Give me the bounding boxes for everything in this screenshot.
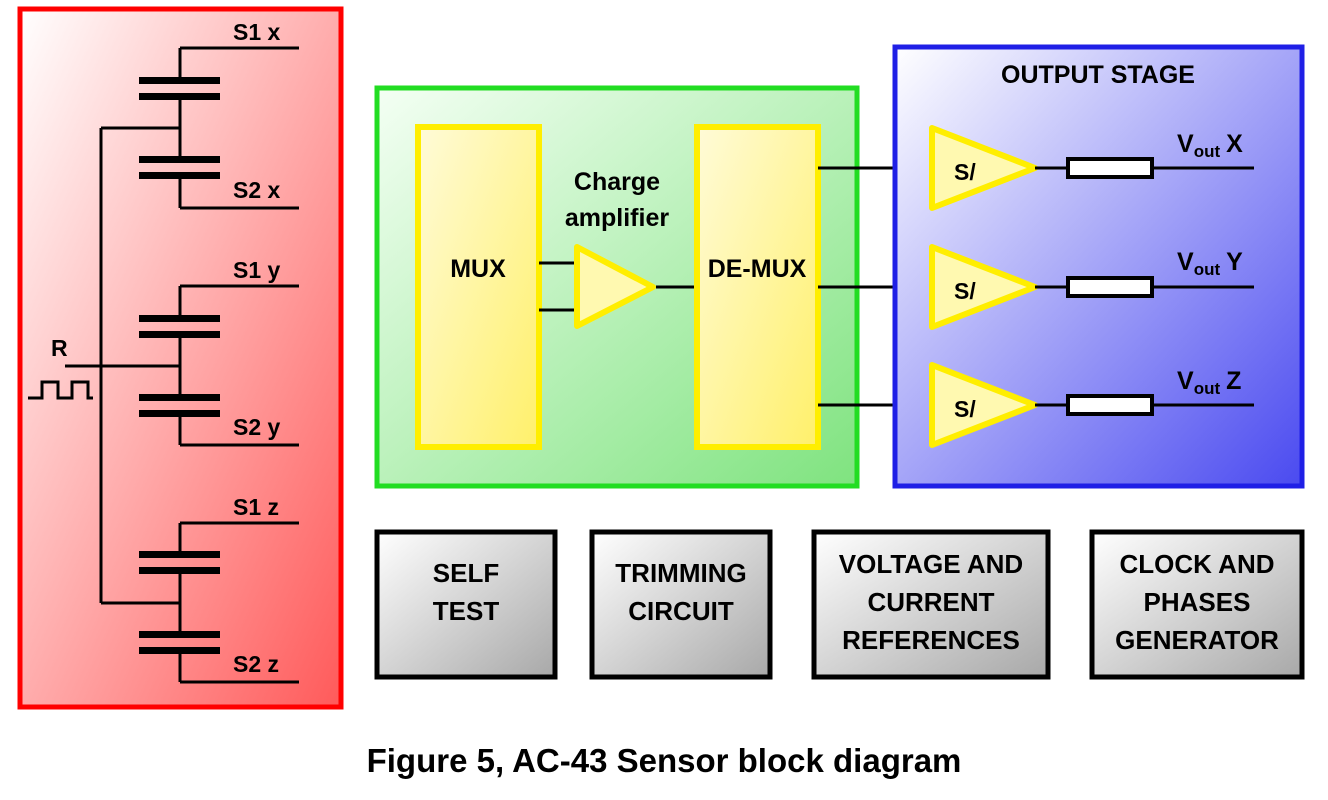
trimming-line1: TRIMMING bbox=[615, 558, 746, 588]
voltage-current-references-block: VOLTAGE AND CURRENT REFERENCES bbox=[811, 529, 1051, 680]
capacitor-icon bbox=[139, 631, 220, 638]
capacitor-pair-x: S1 x S2 x bbox=[139, 19, 299, 210]
electronics-panel: MUX Charge amplifier DE-MUX bbox=[374, 85, 860, 489]
self-test-line2: TEST bbox=[433, 596, 500, 626]
self-test-line1: SELF bbox=[433, 558, 499, 588]
sh-label: S/ bbox=[954, 278, 976, 304]
figure-caption: Figure 5, AC-43 Sensor block diagram bbox=[366, 742, 962, 779]
capacitor-pair-z: S1 z S2 z bbox=[139, 494, 299, 684]
sample-hold-icon bbox=[929, 125, 1038, 211]
block-diagram: R S1 x S2 x S1 y S2 y bbox=[17, 6, 1305, 710]
mux-block bbox=[415, 124, 542, 450]
clock-line2: PHASES bbox=[1144, 587, 1251, 617]
sh-label: S/ bbox=[954, 159, 976, 185]
s1-z-label: S1 z bbox=[233, 494, 279, 520]
capacitor-icon bbox=[139, 77, 220, 84]
sample-hold-icon bbox=[929, 244, 1038, 330]
sample-hold-icon bbox=[929, 362, 1038, 448]
capacitor-icon bbox=[139, 551, 220, 558]
resistor-icon bbox=[1066, 276, 1154, 298]
r-label: R bbox=[51, 335, 68, 361]
charge-amplifier-icon bbox=[574, 244, 656, 329]
s2-z-label: S2 z bbox=[233, 651, 279, 677]
capacitor-icon bbox=[139, 156, 220, 163]
sh-label: S/ bbox=[954, 396, 976, 422]
references-line3: REFERENCES bbox=[842, 625, 1020, 655]
resistor-icon bbox=[1066, 157, 1154, 179]
s2-y-label: S2 y bbox=[233, 414, 281, 440]
clock-line1: CLOCK AND bbox=[1119, 549, 1274, 579]
square-wave-icon bbox=[28, 380, 93, 400]
clock-line3: GENERATOR bbox=[1115, 625, 1279, 655]
resistor-icon bbox=[1066, 394, 1154, 416]
s2-x-label: S2 x bbox=[233, 177, 281, 203]
capacitor-icon bbox=[139, 394, 220, 401]
capacitor-icon bbox=[139, 315, 220, 322]
trimming-line2: CIRCUIT bbox=[628, 596, 734, 626]
trimming-circuit-block: TRIMMING CIRCUIT bbox=[589, 529, 773, 680]
mux-label: MUX bbox=[450, 255, 506, 283]
output-stage-title: OUTPUT STAGE bbox=[1001, 61, 1195, 89]
sensor-panel: R S1 x S2 x S1 y S2 y bbox=[17, 6, 344, 710]
amp-label-line1: Charge bbox=[574, 168, 660, 196]
s1-x-label: S1 x bbox=[233, 19, 281, 45]
clock-phases-generator-block: CLOCK AND PHASES GENERATOR bbox=[1089, 529, 1305, 680]
amp-label-line2: amplifier bbox=[565, 204, 669, 232]
capacitor-pair-y: S1 y S2 y bbox=[139, 257, 299, 447]
s1-y-label: S1 y bbox=[233, 257, 281, 283]
demux-block bbox=[694, 124, 821, 450]
references-line2: CURRENT bbox=[867, 587, 994, 617]
self-test-block: SELF TEST bbox=[374, 529, 558, 680]
demux-label: DE-MUX bbox=[708, 255, 807, 283]
references-line1: VOLTAGE AND bbox=[839, 549, 1023, 579]
